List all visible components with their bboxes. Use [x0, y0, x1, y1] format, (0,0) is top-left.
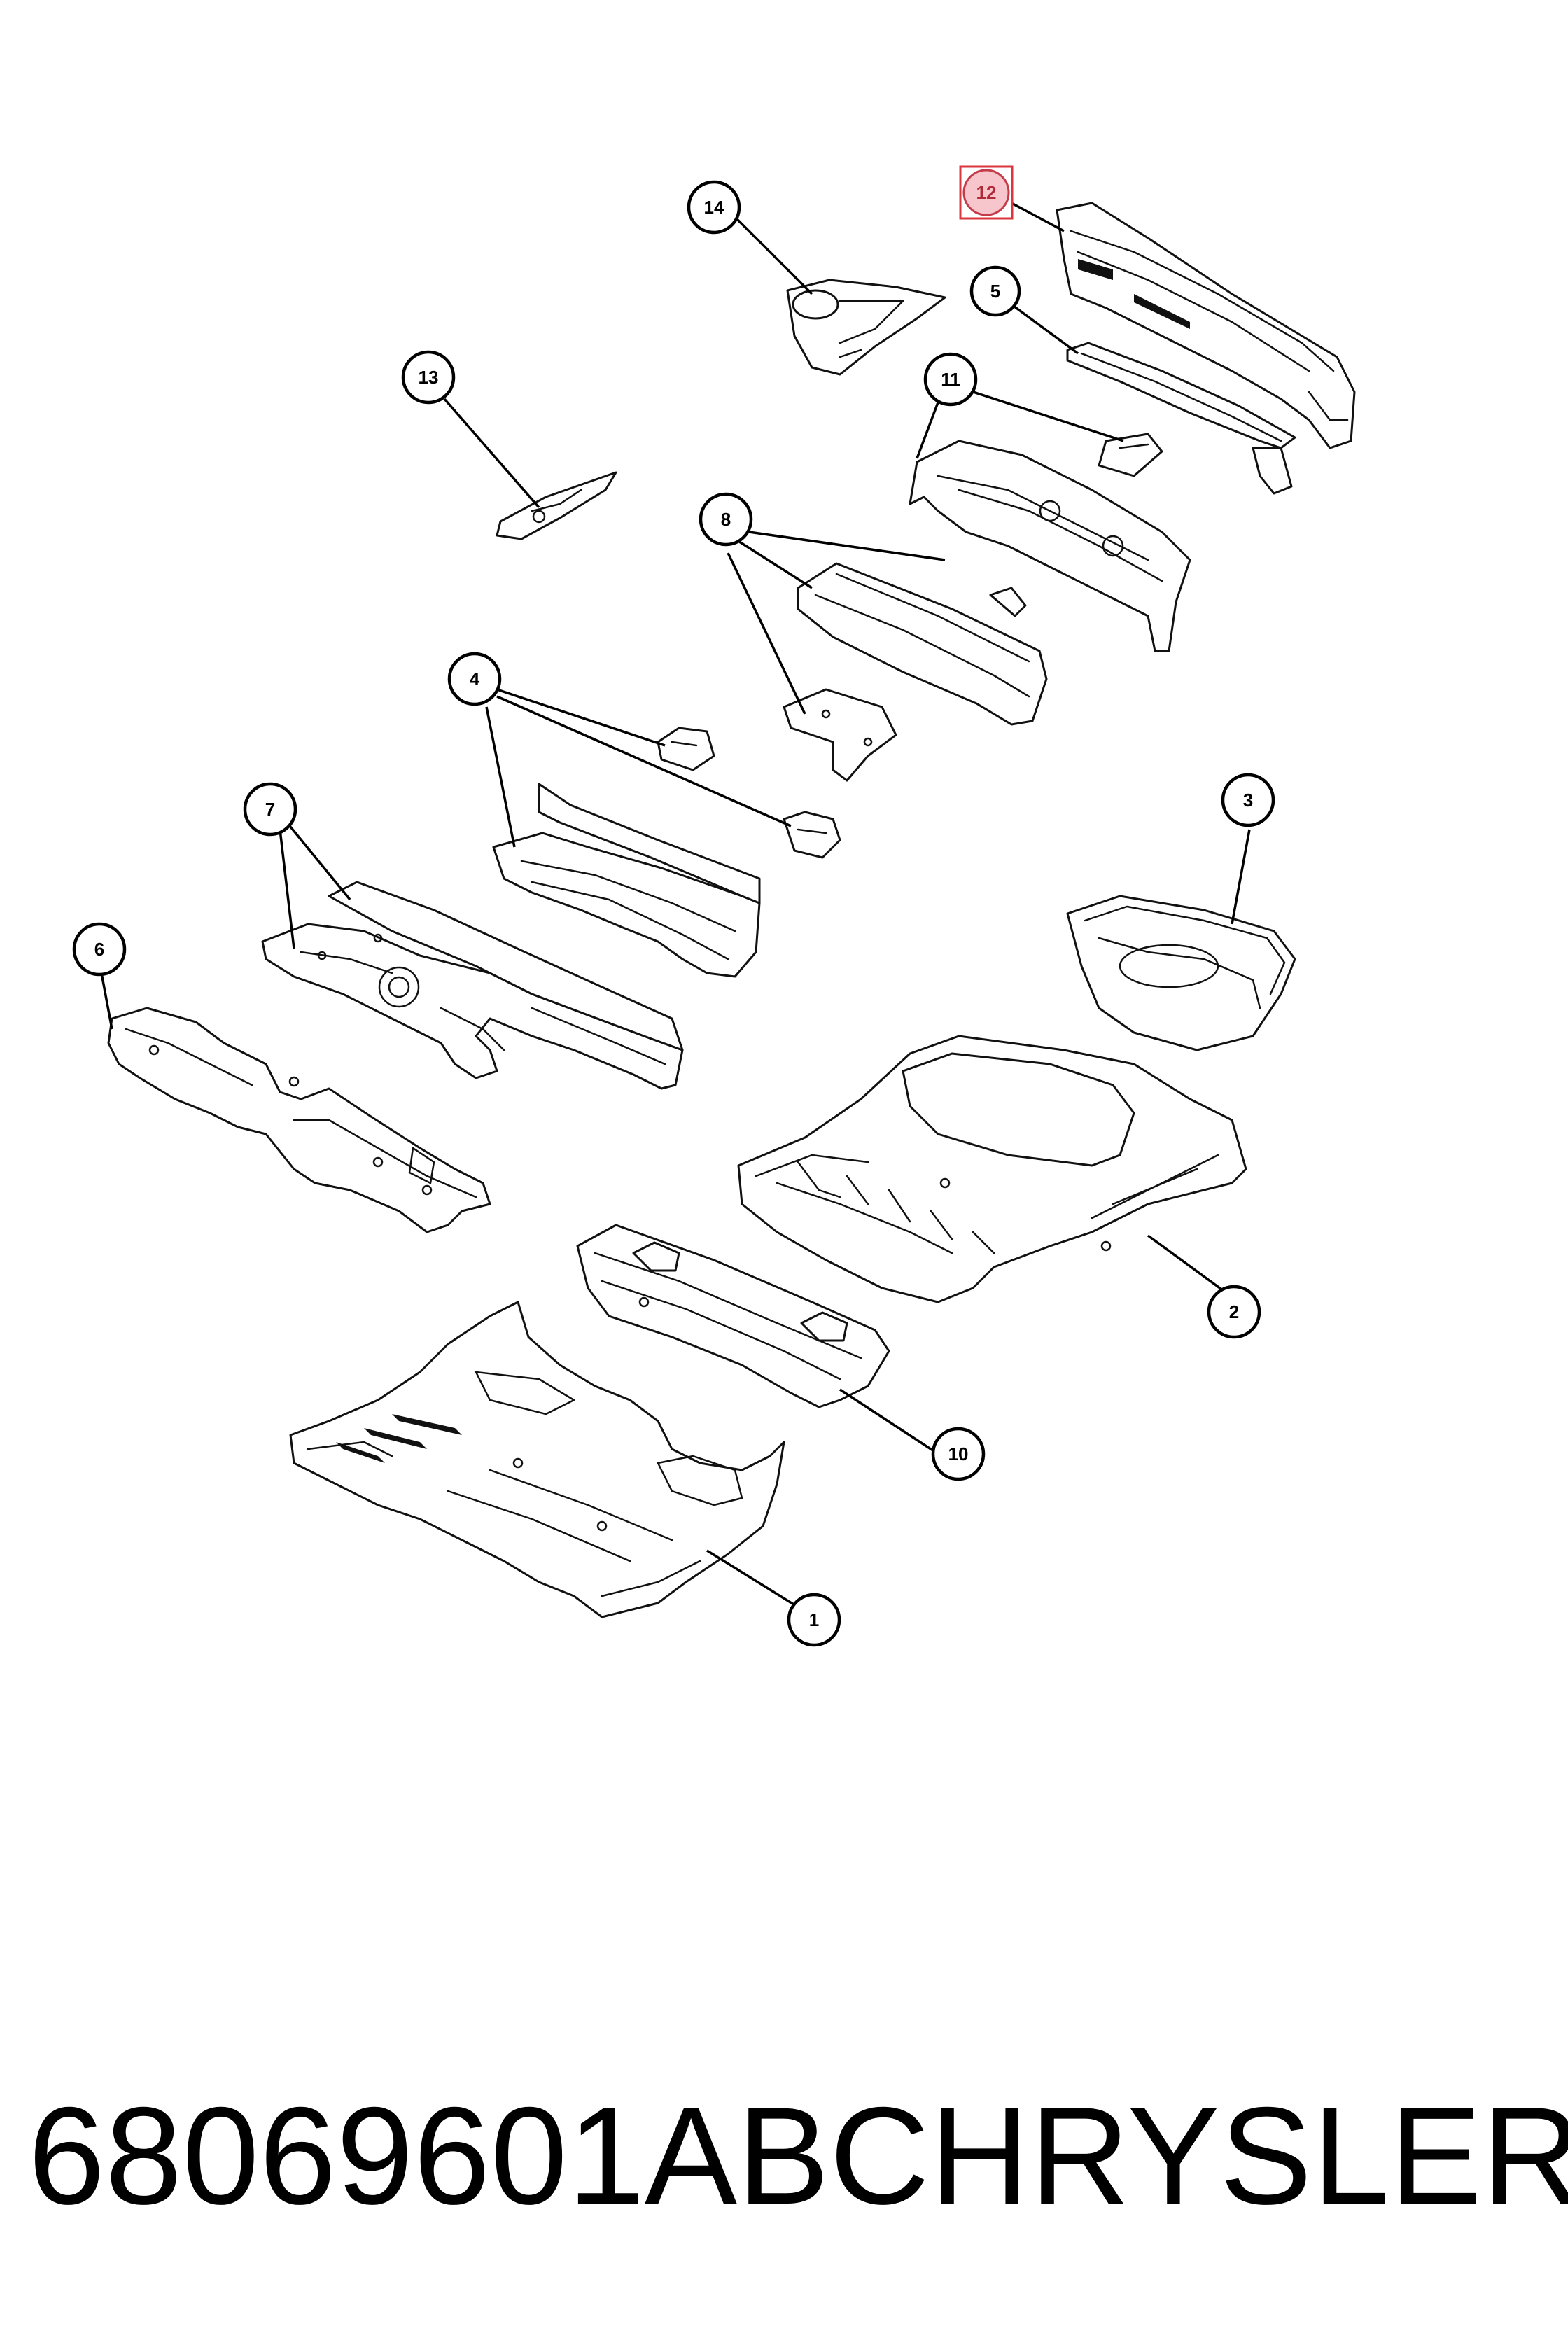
callout-10[interactable]: 10 — [931, 1427, 986, 1481]
callout-4[interactable]: 4 — [447, 652, 502, 706]
svg-text:5: 5 — [990, 281, 1000, 302]
svg-text:8: 8 — [721, 509, 731, 530]
part-3-spare-tire-tub — [1066, 895, 1296, 1051]
part-13-bracket — [496, 471, 617, 540]
leader-lines — [100, 202, 1251, 1615]
svg-text:14: 14 — [704, 197, 724, 218]
part-14-bracket — [786, 279, 946, 376]
svg-text:10: 10 — [948, 1443, 969, 1464]
part-6-side-rail — [107, 1007, 491, 1233]
callout-11[interactable]: 11 — [923, 352, 978, 407]
part-4-tunnel-rail — [492, 727, 841, 978]
svg-text:2: 2 — [1229, 1301, 1239, 1322]
svg-text:11: 11 — [941, 369, 960, 390]
callouts: 14 12 5 13 11 8 4 3 — [72, 165, 1275, 1647]
callout-2[interactable]: 2 — [1207, 1284, 1261, 1339]
svg-text:7: 7 — [265, 799, 275, 820]
part-1-front-floor-pan — [289, 1301, 785, 1618]
svg-text:3: 3 — [1243, 790, 1253, 811]
svg-text:12: 12 — [976, 182, 997, 203]
part-2-rear-floor-pan — [737, 1035, 1247, 1303]
part-number-text: 68069601AB — [28, 2078, 830, 2233]
part-10-crossmember — [576, 1224, 890, 1408]
callout-8[interactable]: 8 — [699, 492, 753, 547]
brand-text: CHRYSLER — [830, 2078, 1568, 2233]
callout-7[interactable]: 7 — [243, 782, 298, 836]
callout-1[interactable]: 1 — [787, 1592, 841, 1647]
part-11-rear-panel — [909, 433, 1191, 652]
svg-text:1: 1 — [809, 1609, 819, 1630]
callout-14[interactable]: 14 — [687, 180, 741, 234]
caption-bar: 68069601AB CHRYSLER — [28, 2072, 1568, 2240]
svg-text:6: 6 — [94, 939, 104, 960]
svg-text:4: 4 — [470, 668, 480, 690]
part-5-rear-crossmember — [1066, 342, 1296, 495]
callout-5[interactable]: 5 — [969, 265, 1021, 317]
part-8-crossmember — [783, 562, 1048, 782]
svg-text:13: 13 — [419, 367, 439, 388]
callout-6[interactable]: 6 — [72, 922, 127, 976]
part-12-rear-header — [1056, 202, 1356, 449]
part-7-floor-rail — [261, 881, 684, 1090]
callout-13[interactable]: 13 — [401, 350, 456, 405]
callout-12-highlighted[interactable]: 12 — [959, 165, 1014, 220]
callout-3[interactable]: 3 — [1221, 773, 1275, 827]
